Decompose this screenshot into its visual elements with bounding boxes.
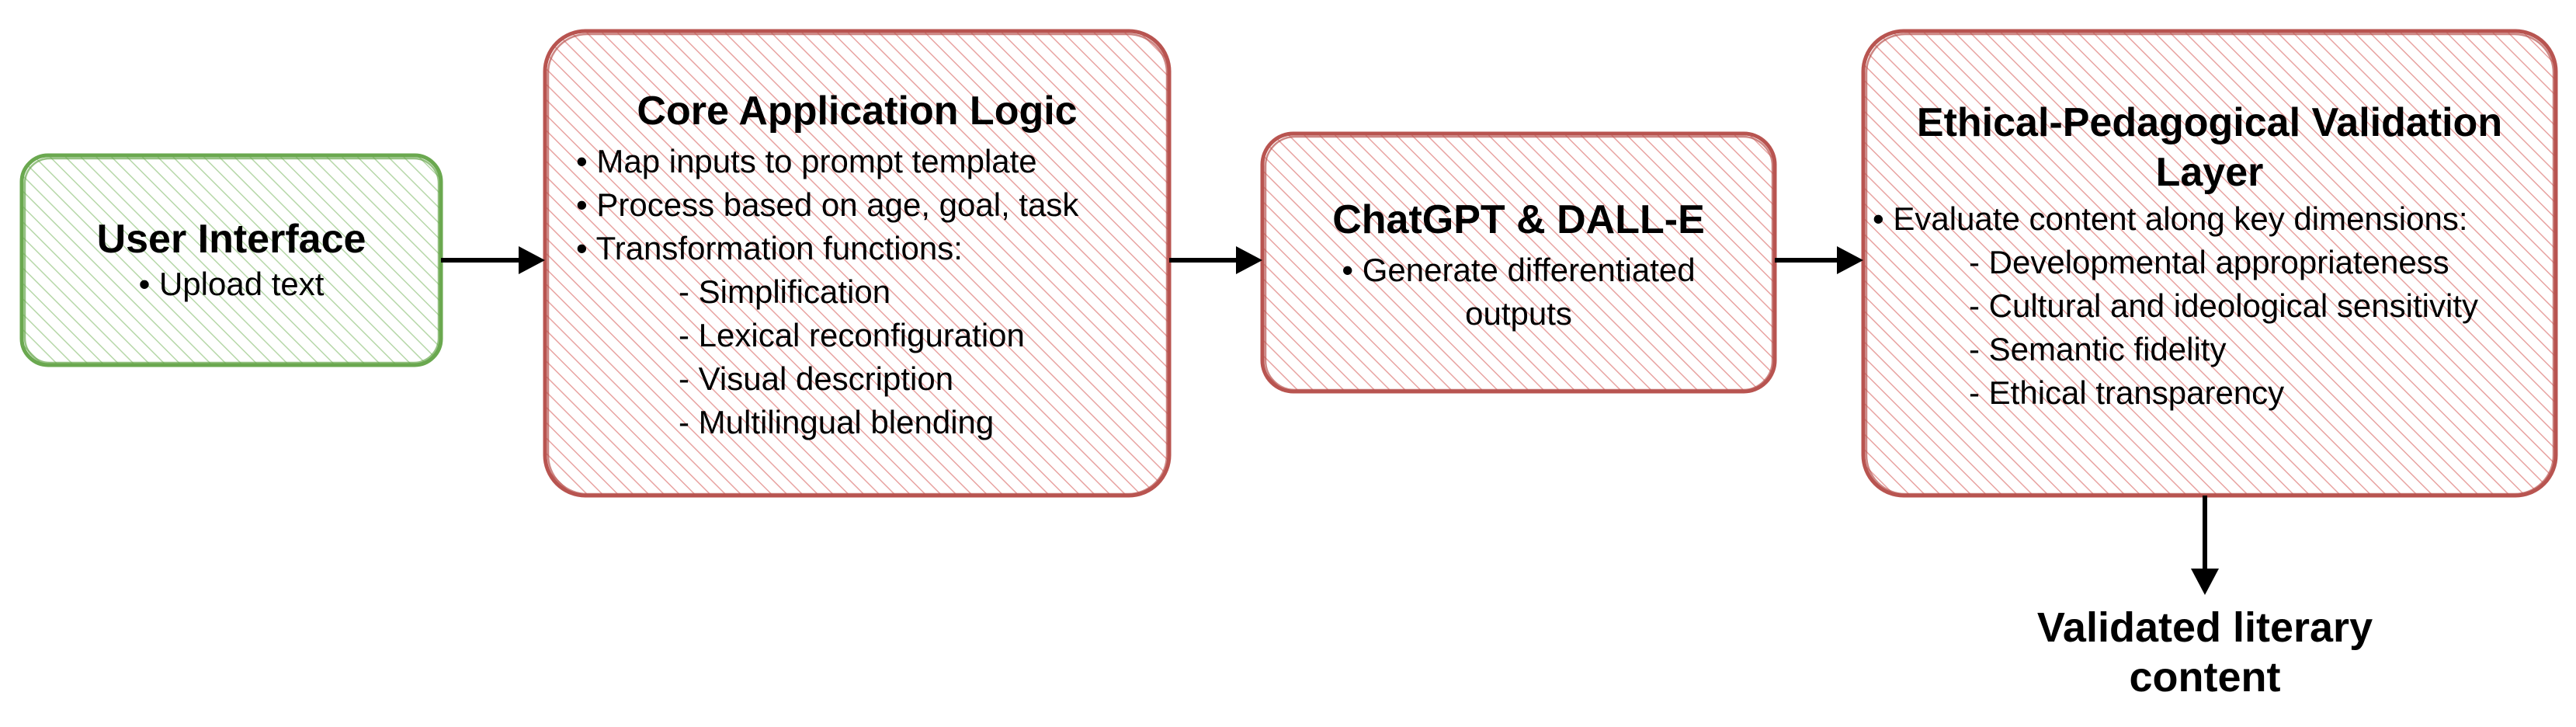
validation-box-shape: [1861, 29, 2558, 498]
arrow-generator-to-validation: [1775, 246, 1863, 274]
core-logic-box-shape: [543, 29, 1172, 498]
validation-box: Ethical-Pedagogical Validation Layer • E…: [1863, 31, 2556, 496]
generator-item: outputs: [1465, 295, 1572, 332]
generator-box: ChatGPT & DALL-E • Generate differentiat…: [1262, 134, 1775, 391]
validation-title: Ethical-Pedagogical Validation Layer: [1863, 98, 2556, 197]
validation-subitem: - Developmental appropriateness: [1969, 244, 2449, 280]
validation-items: • Evaluate content along key dimensions:…: [1863, 197, 2556, 415]
user-interface-item: • Upload text: [138, 266, 325, 302]
generator-item: • Generate differentiated: [1342, 252, 1696, 288]
user-interface-title: User Interface: [96, 217, 366, 262]
arrow-validation-to-output: [2191, 496, 2219, 595]
core-logic-subitem: - Multilingual blending: [679, 404, 995, 440]
validation-subitem: - Cultural and ideological sensitivity: [1969, 287, 2478, 324]
validation-subitem: - Semantic fidelity: [1969, 331, 2227, 367]
final-output-line: content: [2129, 654, 2281, 701]
validation-subitem: - Ethical transparency: [1969, 374, 2285, 411]
final-output-line: Validated literary: [2036, 604, 2373, 651]
validation-title-line: Ethical-Pedagogical Validation: [1916, 100, 2503, 145]
validation-title-line: Layer: [2155, 150, 2264, 195]
core-logic-item: • Process based on age, goal, task: [576, 186, 1079, 223]
generator-box-shape: [1260, 131, 1777, 394]
core-logic-subitem: - Simplification: [679, 273, 891, 310]
user-interface-box: User Interface • Upload text: [22, 155, 441, 365]
arrow-ui-to-core: [441, 246, 545, 274]
final-output-label: Validated literary content: [1910, 603, 2500, 702]
generator-items: • Generate differentiated outputs: [1262, 249, 1775, 336]
arrow-core-to-generator: [1169, 246, 1262, 274]
core-logic-item: • Map inputs to prompt template: [576, 143, 1037, 179]
core-logic-title: Core Application Logic: [637, 89, 1078, 134]
core-logic-items: • Map inputs to prompt template • Proces…: [545, 140, 1169, 444]
core-logic-item: • Transformation functions:: [576, 230, 963, 266]
core-logic-box: Core Application Logic • Map inputs to p…: [545, 31, 1169, 496]
core-logic-subitem: - Visual description: [679, 360, 954, 397]
generator-title: ChatGPT & DALL-E: [1332, 197, 1705, 242]
user-interface-items: • Upload text: [139, 263, 325, 305]
validation-item: • Evaluate content along key dimensions:: [1873, 200, 2468, 237]
core-logic-subitem: - Lexical reconfiguration: [679, 317, 1025, 353]
